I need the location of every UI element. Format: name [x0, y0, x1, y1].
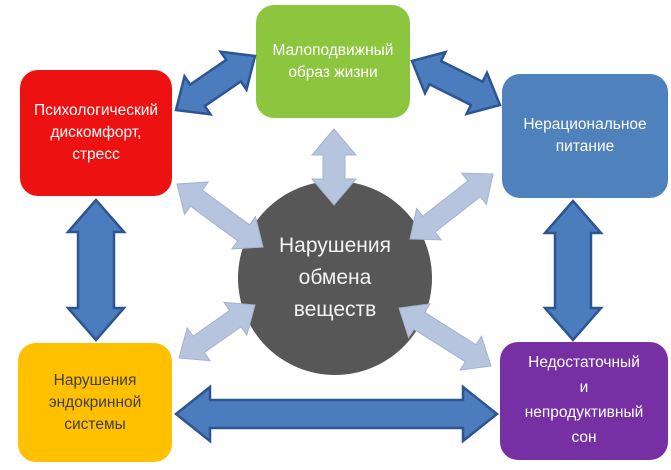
node-irrational-nutrition-label: Нерациональное питание [523, 116, 647, 155]
arrow-nutrition-sleep [542, 199, 604, 342]
node-sedentary-lifestyle: Малоподвижный образ жизни [256, 5, 410, 118]
arrow-center-nutrition [409, 172, 494, 241]
node-insufficient-sleep: Недостаточный и непродуктивный сон [500, 342, 668, 460]
node-endocrine-disorders: Нарушения эндокринной системы [18, 343, 172, 462]
node-sedentary-lifestyle-label: Малоподвижный образ жизни [272, 41, 394, 81]
node-endocrine-disorders-label: Нарушения эндокринной системы [48, 371, 142, 433]
node-metabolic-disorders: Нарушения обмена веществ [238, 181, 432, 375]
node-insufficient-sleep-label: Недостаточный и непродуктивный сон [524, 354, 644, 446]
node-psychological-discomfort-label: Психологический дискомфорт, стресс [33, 102, 159, 163]
node-irrational-nutrition: Нерациональное питание [502, 74, 668, 198]
arrow-endocrine-sleep [173, 384, 500, 444]
node-metabolic-disorders-label: Нарушения обмена веществ [278, 234, 391, 321]
arrow-sedentary-nutrition [410, 50, 502, 116]
node-psychological-discomfort: Психологический дискомфорт, стресс [20, 70, 172, 196]
arrow-psychological-endocrine [65, 198, 127, 342]
arrow-psychological-sedentary [174, 50, 257, 116]
